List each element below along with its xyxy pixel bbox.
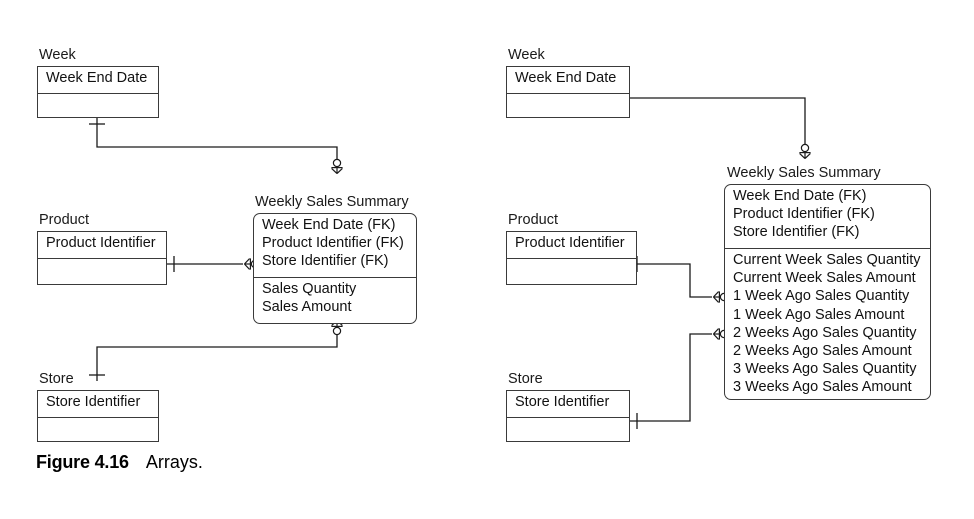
attribute: Week End Date bbox=[515, 70, 617, 86]
connector-left-product-to-summary bbox=[167, 256, 260, 272]
figure-label: Figure 4.16 bbox=[36, 452, 129, 472]
attribute: Store Identifier bbox=[515, 394, 610, 410]
entity-box-right-week[interactable]: Week End Date bbox=[506, 66, 630, 118]
entity-title-right-store: Store bbox=[508, 371, 543, 387]
key-section: Week End Date bbox=[507, 67, 629, 93]
key-section: Store Identifier bbox=[38, 391, 158, 417]
entity-box-right-weekly-sales-summary[interactable]: Week End Date (FK) Product Identifier (F… bbox=[724, 184, 931, 400]
attribute: Store Identifier bbox=[46, 394, 141, 410]
attribute: 3 Weeks Ago Sales Amount bbox=[733, 379, 912, 396]
key-section: Product Identifier bbox=[507, 232, 636, 258]
attribute: 2 Weeks Ago Sales Quantity bbox=[733, 324, 917, 341]
figure-title: Arrays. bbox=[145, 452, 203, 472]
attribute: 3 Weeks Ago Sales Quantity bbox=[733, 361, 917, 378]
entity-box-left-store[interactable]: Store Identifier bbox=[37, 390, 159, 442]
data-section: Current Week Sales Quantity Current Week… bbox=[725, 248, 930, 401]
entity-title-left-weekly-sales-summary: Weekly Sales Summary bbox=[255, 194, 409, 210]
entity-title-left-product: Product bbox=[39, 212, 89, 228]
attribute: Sales Quantity bbox=[262, 281, 357, 297]
key-section: Week End Date (FK) Product Identifier (F… bbox=[254, 214, 416, 277]
attribute: Product Identifier bbox=[46, 235, 156, 251]
attribute: Week End Date bbox=[46, 70, 148, 86]
attribute: Store Identifier (FK) bbox=[262, 253, 389, 270]
data-section bbox=[38, 258, 166, 285]
key-section: Store Identifier bbox=[507, 391, 629, 417]
key-section: Week End Date bbox=[38, 67, 158, 93]
connector-left-week-to-summary bbox=[89, 118, 344, 175]
connector-left-store-to-summary bbox=[89, 319, 344, 381]
attribute: 1 Week Ago Sales Quantity bbox=[733, 288, 910, 305]
data-section bbox=[507, 417, 629, 442]
data-section bbox=[38, 93, 158, 118]
attribute: Week End Date (FK) bbox=[262, 217, 396, 233]
data-section bbox=[507, 93, 629, 118]
entity-box-right-store[interactable]: Store Identifier bbox=[506, 390, 630, 442]
attribute: Product Identifier bbox=[515, 235, 625, 251]
entity-title-right-week: Week bbox=[508, 47, 545, 63]
connector-right-week-to-summary bbox=[630, 97, 812, 160]
data-section: Sales Quantity Sales Amount bbox=[254, 277, 416, 325]
entity-box-left-weekly-sales-summary[interactable]: Week End Date (FK) Product Identifier (F… bbox=[253, 213, 417, 324]
entity-box-right-product[interactable]: Product Identifier bbox=[506, 231, 637, 285]
connector-right-store-to-summary bbox=[630, 327, 729, 429]
key-section: Week End Date (FK) Product Identifier (F… bbox=[725, 185, 930, 248]
key-section: Product Identifier bbox=[38, 232, 166, 258]
entity-box-left-week[interactable]: Week End Date bbox=[37, 66, 159, 118]
figure-caption: Figure 4.16 Arrays. bbox=[36, 452, 203, 473]
attribute: Current Week Sales Quantity bbox=[733, 252, 921, 268]
entity-box-left-product[interactable]: Product Identifier bbox=[37, 231, 167, 285]
connector-right-product-to-summary bbox=[630, 256, 729, 304]
attribute: Sales Amount bbox=[262, 299, 352, 316]
entity-title-right-weekly-sales-summary: Weekly Sales Summary bbox=[727, 165, 881, 181]
entity-title-left-store: Store bbox=[39, 371, 74, 387]
data-section bbox=[507, 258, 636, 285]
attribute: Product Identifier (FK) bbox=[733, 206, 875, 223]
attribute: 2 Weeks Ago Sales Amount bbox=[733, 343, 912, 360]
attribute: 1 Week Ago Sales Amount bbox=[733, 306, 905, 323]
attribute: Current Week Sales Amount bbox=[733, 270, 916, 287]
attribute: Product Identifier (FK) bbox=[262, 235, 404, 252]
data-section bbox=[38, 417, 158, 442]
attribute: Store Identifier (FK) bbox=[733, 224, 860, 241]
attribute: Week End Date (FK) bbox=[733, 188, 867, 204]
entity-title-left-week: Week bbox=[39, 47, 76, 63]
entity-title-right-product: Product bbox=[508, 212, 558, 228]
